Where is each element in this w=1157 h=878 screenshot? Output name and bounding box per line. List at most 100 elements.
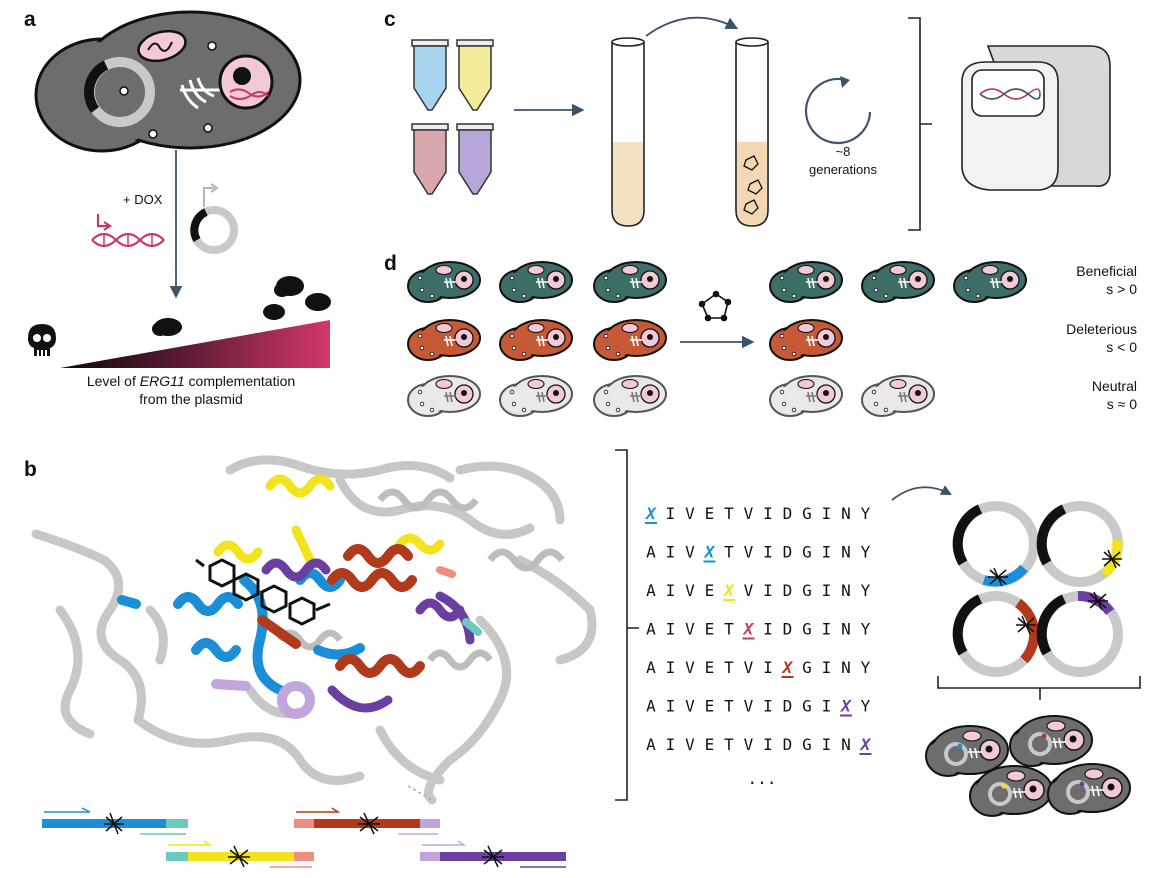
- pooled-yeast-cell: [1047, 763, 1131, 815]
- sequence-residue: G: [802, 581, 812, 600]
- sequence-residue: V: [685, 658, 695, 677]
- sequence-residue: Y: [861, 658, 871, 677]
- plasmid-variant-maroon: [952, 591, 1040, 677]
- sequence-residue: V: [744, 543, 754, 562]
- sequence-residue: I: [666, 504, 676, 523]
- label-neutral: Neutral: [1092, 378, 1137, 394]
- yeast-cell-icon: [861, 375, 935, 417]
- sequence-residue: E: [705, 581, 715, 600]
- plasmid-variant-purple: [1036, 591, 1123, 677]
- sequence-residue: G: [802, 697, 812, 716]
- sequence-residue: A: [646, 543, 656, 562]
- sequence-residue: G: [802, 504, 812, 523]
- sequence-residue: A: [646, 581, 656, 600]
- culture-tube-1: [611, 37, 645, 227]
- sequence-residue: E: [705, 658, 715, 677]
- sequence-residue: V: [685, 697, 695, 716]
- mutant-residue: X: [644, 504, 657, 523]
- sequence-residue: T: [724, 697, 734, 716]
- cell-blobs: [152, 276, 331, 336]
- sequence-residue: D: [783, 543, 793, 562]
- sequence-residue: I: [763, 504, 773, 523]
- mutant-residue: X: [839, 697, 852, 716]
- yeast-cell-icon: [499, 261, 573, 303]
- sequence-residue: I: [666, 581, 676, 600]
- culture-tube-2: [735, 37, 769, 227]
- sequence-residue: G: [802, 658, 812, 677]
- pooled-yeast-cell: [969, 765, 1053, 817]
- sequence-residue: V: [744, 581, 754, 600]
- yeast-cell-icon: [861, 261, 935, 303]
- complementation-caption: Level of ERG11 complementation: [87, 373, 295, 389]
- pooled-yeast-cell: [925, 725, 1009, 777]
- label-deleterious: Deleterious: [1066, 321, 1137, 337]
- sequence-residue: V: [685, 543, 695, 562]
- stat-neutral: s ≈ 0: [1107, 396, 1137, 412]
- sequence-residue: G: [802, 735, 812, 754]
- sequence-residue: G: [802, 543, 812, 562]
- sequence-residue: Y: [861, 620, 871, 639]
- sequence-residue: I: [666, 543, 676, 562]
- sequence-residue: D: [783, 620, 793, 639]
- sequence-residue: I: [763, 735, 773, 754]
- sequence-residue: A: [646, 735, 656, 754]
- sequence-residue: I: [822, 735, 832, 754]
- sequence-residue: E: [705, 620, 715, 639]
- yeast-cell-icon: [407, 375, 481, 417]
- sequence-residue: I: [822, 543, 832, 562]
- mutation-star-icon: [1102, 549, 1122, 569]
- sequence-residue: V: [685, 581, 695, 600]
- sequence-residue: E: [705, 735, 715, 754]
- sequence-residue: A: [646, 620, 656, 639]
- sequence-residue: N: [841, 581, 851, 600]
- primer-bars: [42, 807, 566, 868]
- sequence-residue: I: [763, 697, 773, 716]
- mutation-star-icon: [228, 845, 250, 868]
- yeast-cell-large: [34, 10, 302, 153]
- mutation-star-icon: [482, 845, 504, 868]
- cycle-arrow-icon: [804, 76, 872, 145]
- yeast-cell-icon: [407, 319, 481, 361]
- plasmid-variant-blue: [952, 501, 1039, 587]
- sequence-residue: N: [841, 504, 851, 523]
- sequence-residue: T: [724, 620, 734, 639]
- label-beneficial: Beneficial: [1076, 263, 1137, 279]
- er-icon: [180, 77, 222, 110]
- mutant-residue: X: [859, 735, 872, 754]
- variant-plasmids: [952, 501, 1123, 677]
- mutant-residue: X: [781, 658, 794, 677]
- sequence-residue: I: [822, 620, 832, 639]
- yeast-cell-icon: [407, 261, 481, 303]
- mitochondrion-icon: [137, 29, 187, 63]
- sequence-residue: N: [841, 735, 851, 754]
- mutation-star-icon: [358, 812, 380, 835]
- sequence-residue: N: [841, 543, 851, 562]
- panel-letter-b: b: [24, 458, 37, 481]
- sequence-residue: T: [724, 735, 734, 754]
- competition-cells: [407, 261, 1027, 417]
- sequence-residue: T: [724, 658, 734, 677]
- sequence-residue: I: [763, 543, 773, 562]
- sequence-residue: V: [744, 504, 754, 523]
- competition-drug-icon: [698, 290, 732, 322]
- dna-helix-icon: [91, 214, 165, 248]
- fitness-labels: Beneficial s > 0 Deleterious s < 0 Neutr…: [1066, 263, 1137, 412]
- mutant-residue: X: [703, 543, 716, 562]
- stat-beneficial: s > 0: [1106, 281, 1137, 297]
- sequence-residue: Y: [861, 581, 871, 600]
- sequence-residue: N: [841, 620, 851, 639]
- skull-icon: [28, 324, 56, 356]
- sequence-residue: V: [685, 620, 695, 639]
- sequence-residue: I: [666, 697, 676, 716]
- sequence-residue: Y: [861, 504, 871, 523]
- panel-letter-c: c: [384, 8, 396, 31]
- sequence-residue: I: [666, 735, 676, 754]
- plasmid-variant-yellow: [1036, 501, 1123, 587]
- dox-label: + DOX: [123, 192, 163, 207]
- yeast-cell-icon: [769, 261, 843, 303]
- bracket-c: [908, 17, 932, 231]
- yeast-cell-icon: [499, 375, 573, 417]
